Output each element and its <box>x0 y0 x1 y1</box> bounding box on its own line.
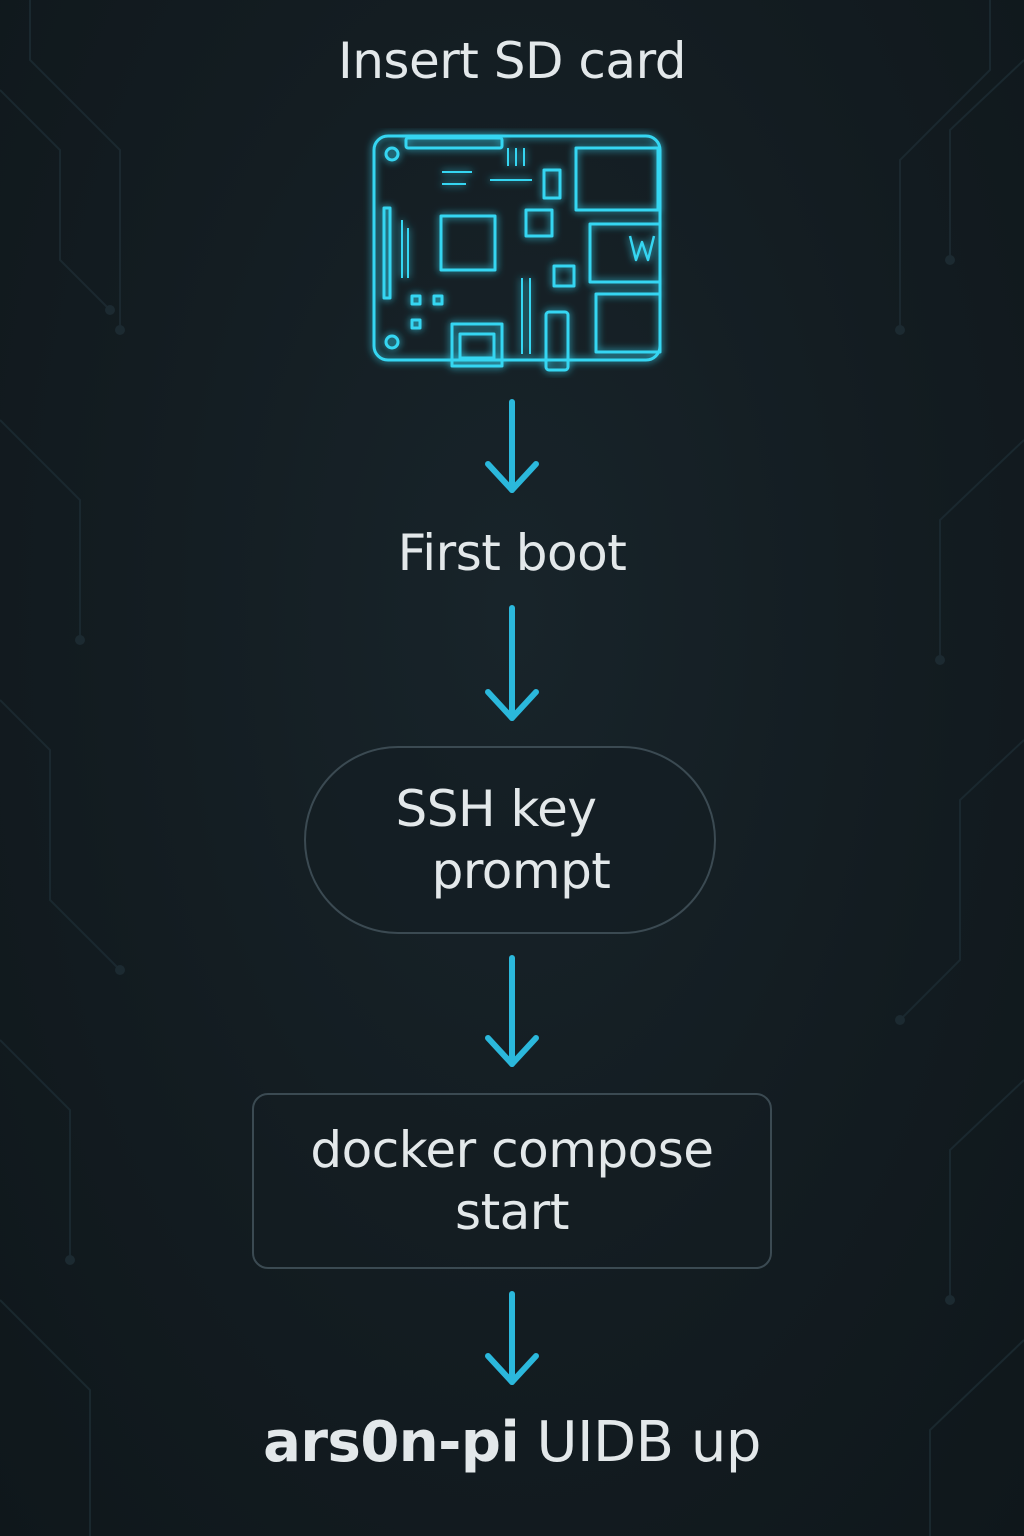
docker-compose-label-line2: start <box>455 1183 569 1241</box>
arrow-down-icon <box>485 955 539 1067</box>
arrow-down-icon <box>485 399 539 493</box>
ssh-key-label-line1: SSH key <box>395 780 598 838</box>
docker-compose-label-line1: docker compose <box>310 1121 714 1179</box>
raspberry-pi-board-icon <box>356 128 676 378</box>
final-step-status: UIDB up <box>536 1410 762 1475</box>
step-docker-compose-start-box: docker compose start <box>252 1093 772 1269</box>
step-insert-sd-card-label: Insert SD card <box>338 32 686 90</box>
arrow-down-icon <box>485 605 539 721</box>
final-step-name: ars0n-pi <box>263 1410 520 1475</box>
step-first-boot-label: First boot <box>397 524 627 582</box>
step-ssh-key-prompt-box: SSH key prompt <box>304 746 716 934</box>
ssh-key-label-line2: prompt <box>431 842 611 900</box>
final-step-label: ars0n-pi UIDB up <box>0 1408 1024 1478</box>
arrow-down-icon <box>485 1291 539 1385</box>
